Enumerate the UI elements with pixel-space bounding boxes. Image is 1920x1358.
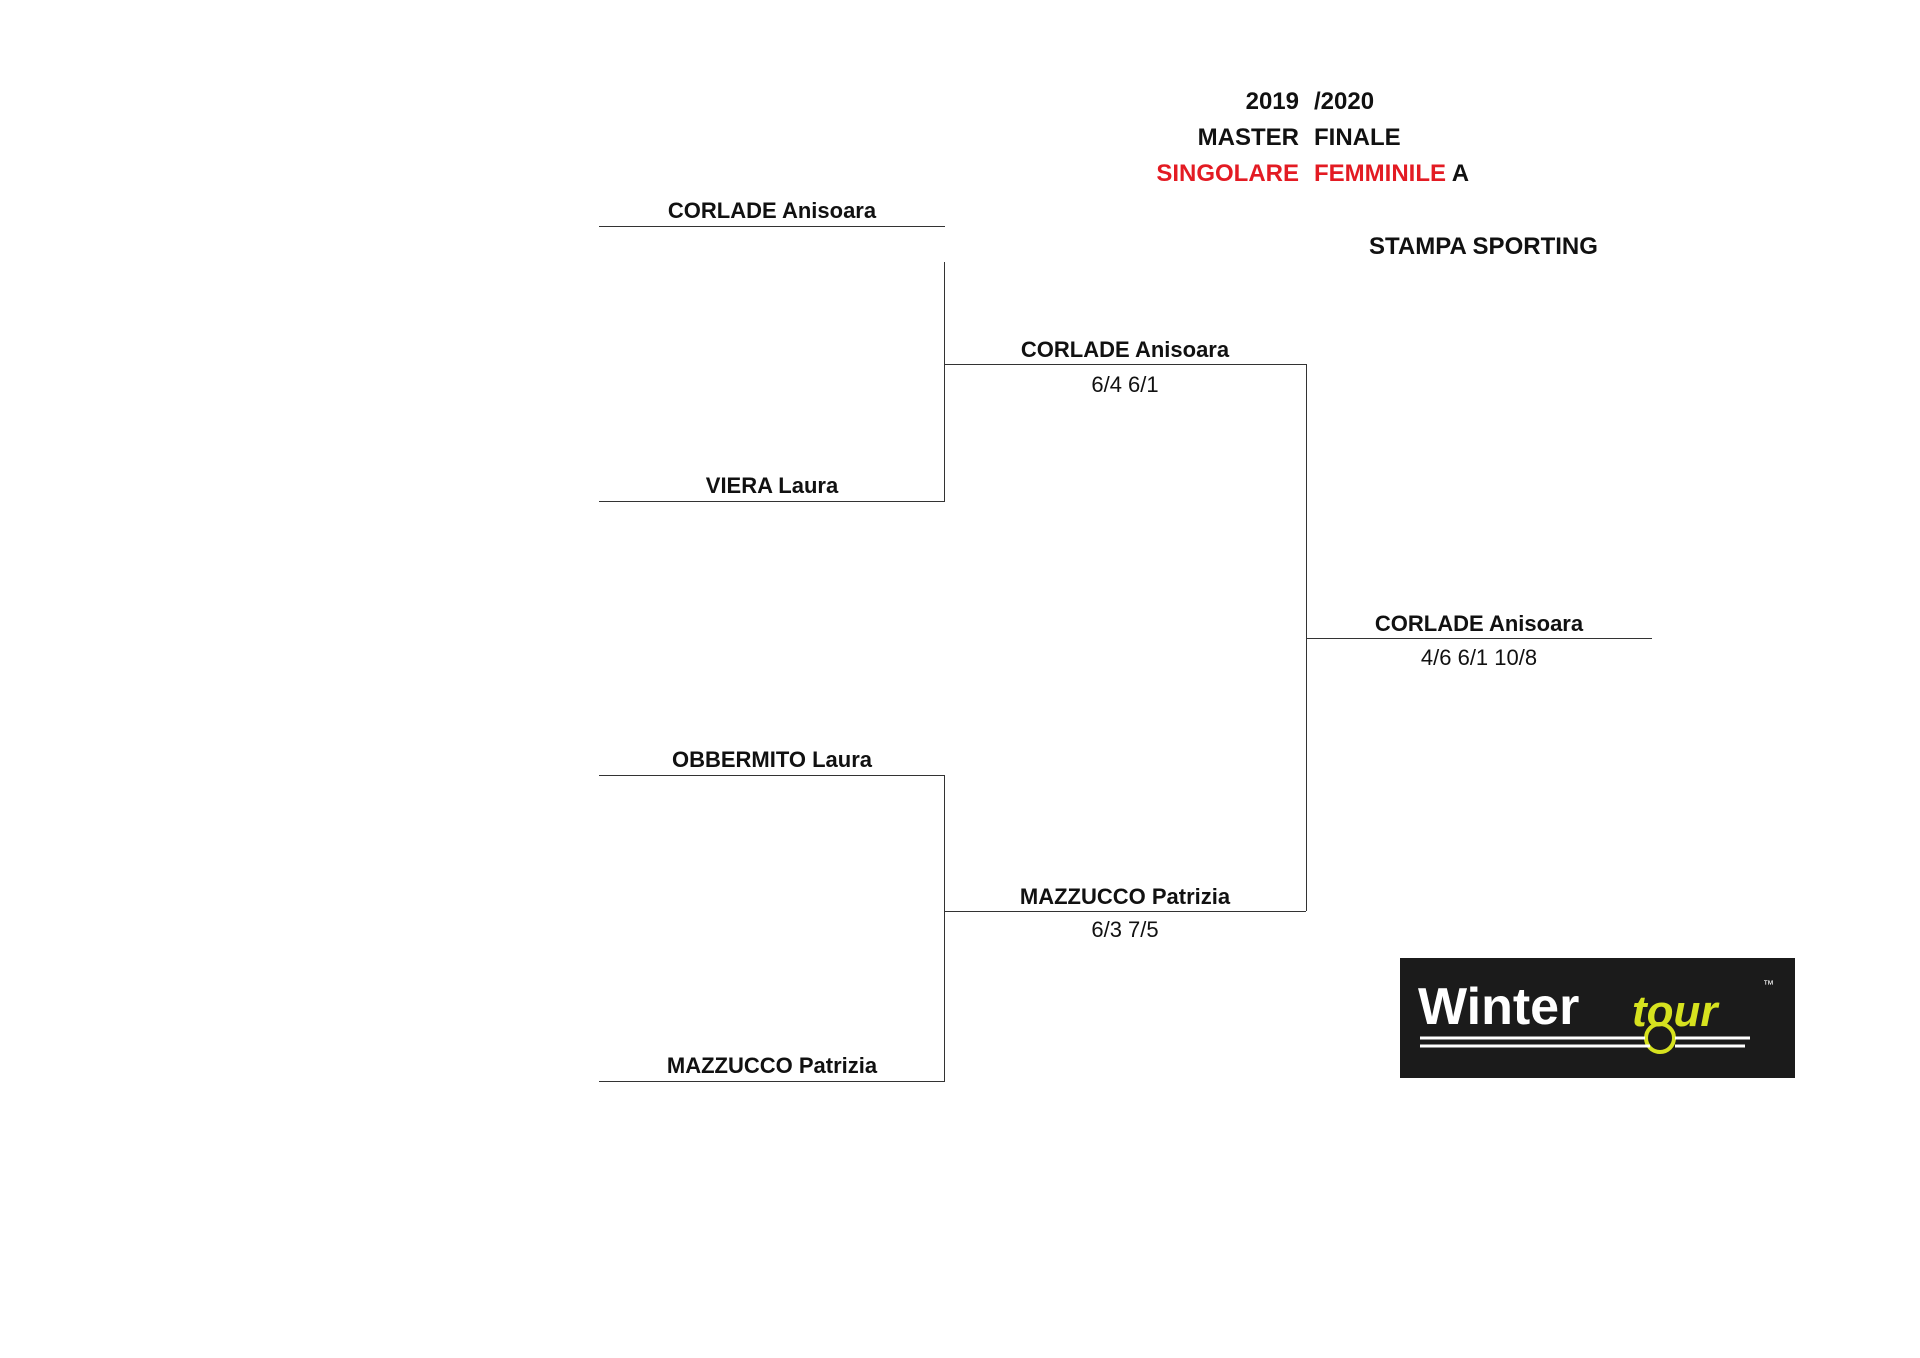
logo-word-tour: tour: [1632, 987, 1720, 1036]
connector-top: [944, 262, 945, 501]
category-level: A: [1451, 160, 1470, 187]
wintertour-logo: Winter tour ™: [1400, 958, 1795, 1078]
round1-line-2: [599, 501, 945, 502]
semifinal-score-2: 6/3 7/5: [1091, 917, 1159, 942]
round1-player-4: MAZZUCCO Patrizia: [666, 1053, 878, 1078]
venue-label: STAMPA SPORTING: [1369, 233, 1598, 260]
event-label: MASTER: [1197, 124, 1299, 151]
final-score: 4/6 6/1 10/8: [1420, 645, 1538, 670]
round1-line-3: [599, 775, 945, 776]
round1-player-2: VIERA Laura: [705, 473, 839, 498]
round1-line-1: [599, 226, 945, 227]
connector-bottom: [944, 775, 945, 1081]
semifinal-line-2: [944, 911, 1306, 912]
year-end: /2020: [1314, 88, 1375, 115]
semifinal-player-2: MAZZUCCO Patrizia: [1019, 884, 1231, 909]
tennis-ball-icon: [1644, 1022, 1676, 1054]
final-line: [1306, 638, 1652, 639]
category-label: SINGOLARE: [1156, 160, 1299, 187]
event-label-2: FINALE: [1314, 124, 1401, 151]
semifinal-line-1: [944, 364, 1306, 365]
semifinal-player-1: CORLADE Anisoara: [1020, 337, 1230, 362]
round1-player-3: OBBERMITO Laura: [671, 747, 873, 772]
wintertour-logo-graphic: Winter tour ™: [1418, 978, 1774, 1054]
logo-word-winter: Winter: [1418, 978, 1579, 1036]
round1-line-4: [599, 1081, 945, 1082]
final-winner: CORLADE Anisoara: [1374, 611, 1584, 636]
semifinal-score-1: 6/4 6/1: [1091, 372, 1159, 397]
logo-trademark: ™: [1763, 979, 1774, 991]
round1-player-1: CORLADE Anisoara: [667, 198, 877, 223]
year-start: 2019: [1245, 88, 1299, 115]
category-gender: FEMMINILE: [1314, 160, 1446, 187]
category-label-2: FEMMINILE A: [1314, 159, 1469, 189]
connector-final: [1306, 364, 1307, 911]
